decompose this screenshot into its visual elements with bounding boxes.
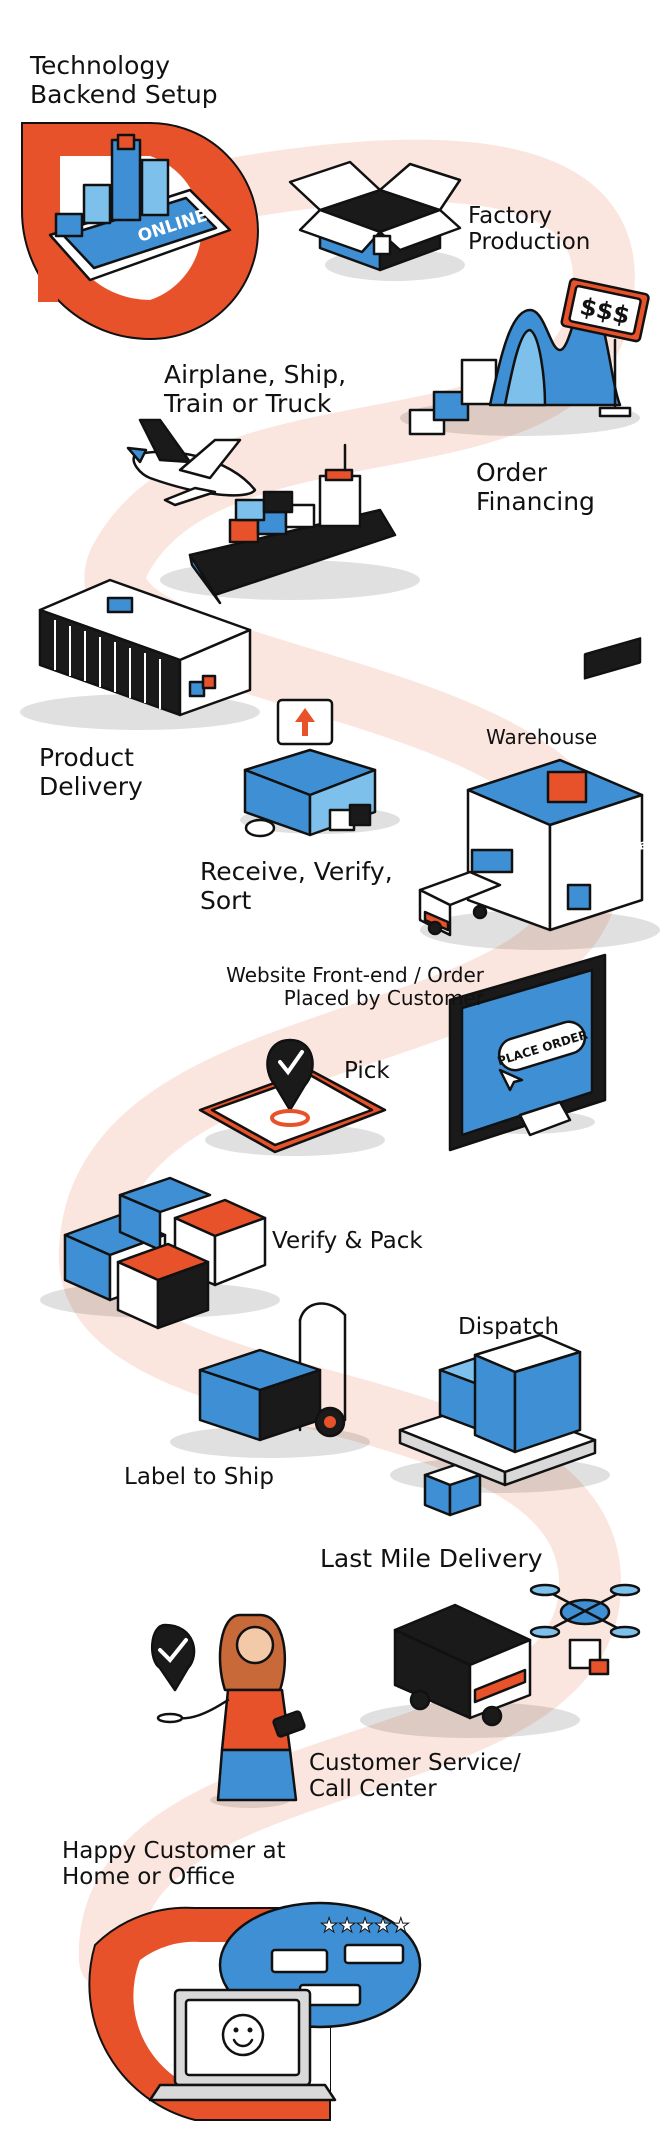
rating-stars: ★★★★★ — [320, 1913, 410, 1937]
order-financing-illustration: $$$ — [400, 277, 650, 436]
label-factory-production: Factory Production — [468, 203, 591, 256]
receive-sort-illustration — [240, 698, 400, 838]
label-website-order: Website Front-end / Order Placed by Cust… — [226, 963, 484, 1010]
pick-illustration — [198, 1038, 387, 1156]
label-label-to-ship: Label to Ship — [124, 1464, 274, 1490]
warehouse-illustration: WAREHOUSE — [418, 637, 660, 950]
label-product-delivery: Product Delivery — [39, 743, 143, 801]
airplane-illustration — [126, 418, 257, 507]
label-dispatch: Dispatch — [458, 1314, 560, 1340]
cargo-ship-illustration — [160, 443, 420, 605]
label-pick: Pick — [344, 1058, 390, 1084]
label-transport: Airplane, Ship, Train or Truck — [164, 360, 347, 418]
label-customer-service: Customer Service/ Call Center — [309, 1750, 521, 1803]
label-to-ship-illustration — [170, 1302, 370, 1458]
container-illustration — [20, 578, 260, 730]
label-verify-pack: Verify & Pack — [272, 1228, 423, 1254]
label-happy-customer: Happy Customer at Home or Office — [62, 1838, 286, 1891]
label-technology-backend: Technology Backend Setup — [30, 51, 218, 109]
label-last-mile: Last Mile Delivery — [320, 1544, 543, 1573]
factory-box-illustration — [288, 160, 465, 281]
last-mile-illustration — [360, 1583, 641, 1738]
label-receive-verify-sort: Receive, Verify, Sort — [200, 857, 393, 915]
website-monitor-illustration: PLACE ORDER — [448, 953, 607, 1152]
label-warehouse: Warehouse — [486, 725, 598, 749]
dispatch-illustration — [390, 1333, 610, 1517]
happy-customer-illustration: ★★★★★ — [88, 1901, 422, 2121]
verify-pack-illustration — [40, 1176, 280, 1330]
technology-backend-illustration: ONLINE — [21, 122, 259, 341]
label-order-financing: Order Financing — [476, 458, 595, 516]
customer-service-illustration — [150, 1613, 306, 1808]
